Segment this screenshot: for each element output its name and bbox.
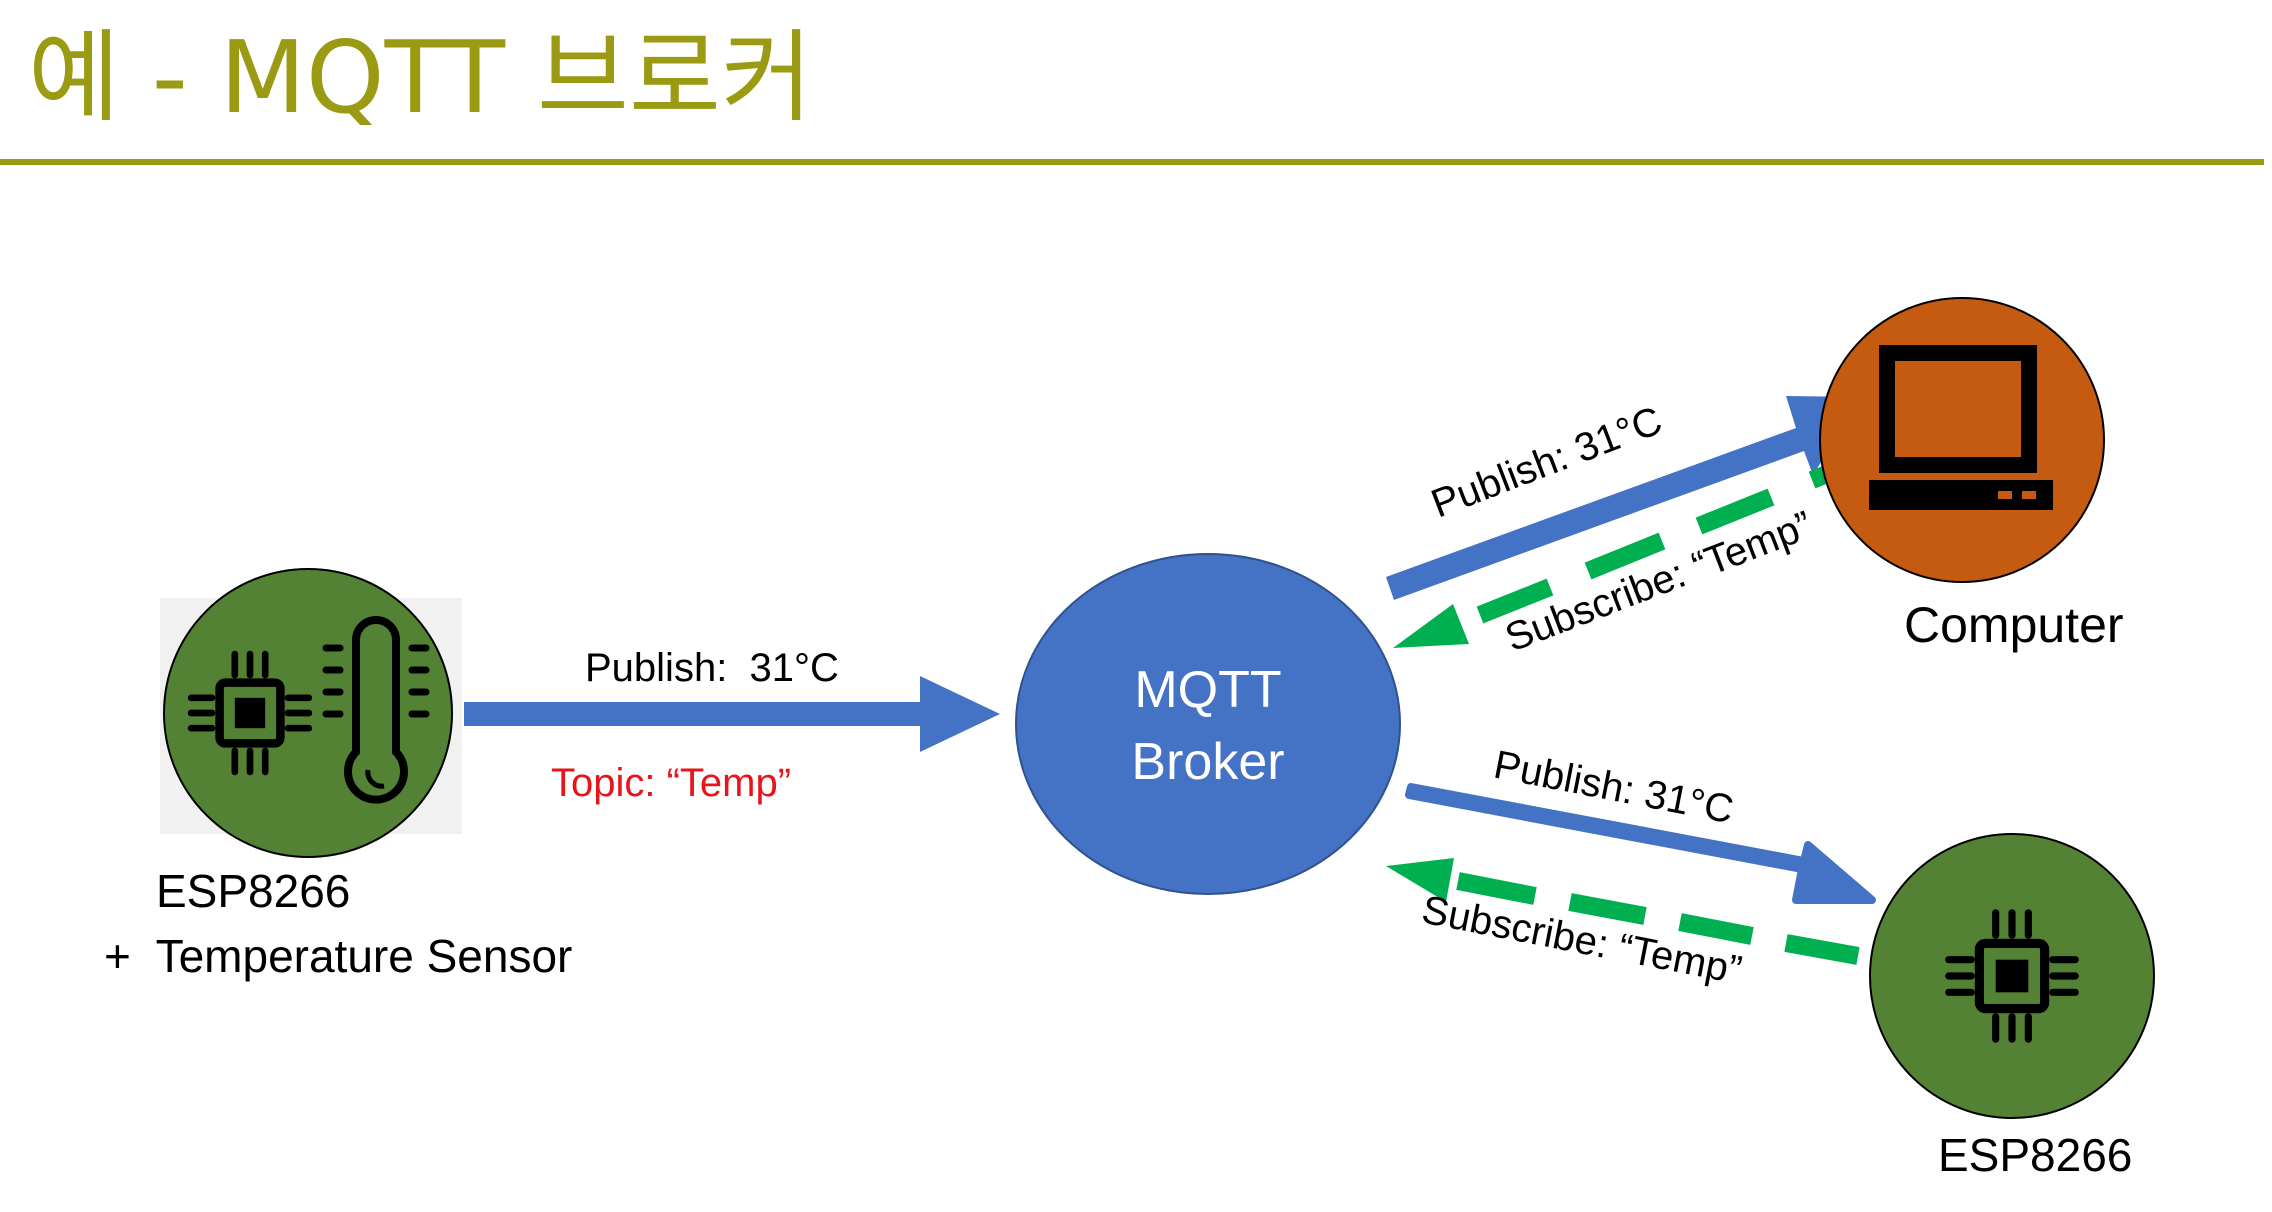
- computer-node: [1819, 297, 2105, 583]
- publish-label-sensor-broker: Publish: 31°C: [585, 646, 839, 690]
- mqtt-broker-node: [1015, 553, 1401, 895]
- slide-title: 예 - MQTT 브로커: [28, 19, 813, 136]
- publish-arrow-broker-computer: [1386, 396, 1862, 600]
- thermometer-icon: [322, 616, 430, 804]
- computer-icon: [1869, 345, 2053, 510]
- subscribe-arrow-esp-broker: [1386, 858, 1860, 965]
- computer-label: Computer: [1904, 597, 2124, 653]
- sensor-node: [160, 568, 462, 858]
- esp-label: ESP8266: [1938, 1129, 2132, 1181]
- sensor-label-line2: + Temperature Sensor: [104, 930, 572, 982]
- broker-label-line1: MQTT: [1134, 661, 1281, 719]
- publish-arrow-broker-esp: [1405, 783, 1876, 904]
- publish-arrow-sensor-broker: [464, 676, 1000, 752]
- esp-node: [1869, 833, 2155, 1119]
- broker-label-line2: Broker: [1131, 733, 1284, 791]
- topic-label: Topic: “Temp”: [551, 761, 791, 805]
- title-underline: [0, 159, 2264, 165]
- sensor-label-line1: ESP8266: [156, 865, 350, 917]
